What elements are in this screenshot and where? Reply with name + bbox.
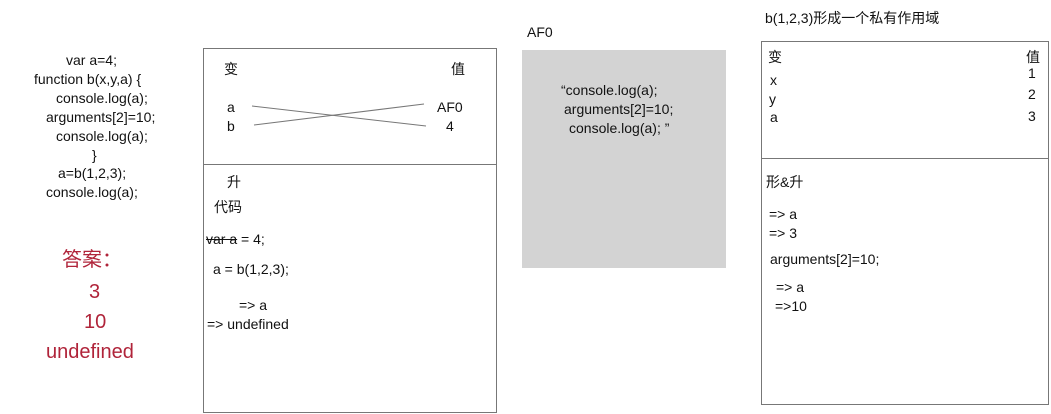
variable-value: 1 [1028,65,1036,81]
call-line: a = b(1,2,3); [213,261,289,277]
code-line: console.log(a); [46,184,138,200]
code-line: console.log(a); [56,128,148,144]
heap-body-line: arguments[2]=10; [564,101,674,117]
heap-label: AF0 [527,24,553,40]
variable-header: 变 [768,49,782,65]
variable-header: 变 [224,61,238,77]
variable-value: 4 [446,118,454,134]
heap-body-line: console.log(a); ” [569,120,670,136]
step-line: => 3 [769,225,798,241]
variable-name: x [770,72,777,88]
hoist-title: 升 [227,174,241,190]
code-line: var a=4; [66,52,117,68]
code-title: 代码 [214,199,242,215]
heap-body-line: “console.log(a); [561,82,658,98]
code-line: } [92,147,97,163]
variable-name: a [227,99,235,115]
variable-name: y [769,91,776,107]
variable-name: a [770,109,778,125]
answer-title: 答案： [62,249,122,271]
result-value: => undefined [207,316,289,332]
code-line: arguments[2]=10; [46,109,156,125]
global-scope-divider [203,164,497,165]
variable-value: 2 [1028,86,1036,102]
value-header: 值 [1026,49,1040,65]
private-scope-divider [761,158,1049,159]
step-line: => a [776,279,805,295]
private-scope-box [761,41,1049,405]
answer-value: 3 [89,281,101,303]
link-line [253,103,425,126]
variable-value: 3 [1028,108,1036,124]
variable-name: b [227,118,235,134]
function-heap-box [522,50,726,268]
section-title: 形&升 [766,174,804,190]
assign-line: var a = 4; [206,231,265,248]
answer-value: 10 [84,311,107,333]
assign-rest: = 4; [237,231,265,247]
result-arrow: => a [239,297,268,313]
answer-value: undefined [46,341,134,363]
variable-value: AF0 [437,99,463,115]
code-line: function b(x,y,a) { [34,71,142,87]
step-line: arguments[2]=10; [770,251,880,267]
struck-declaration: var a [206,231,238,247]
value-header: 值 [451,61,465,77]
link-line [251,105,427,127]
code-line: console.log(a); [56,90,148,106]
global-scope-box [203,48,497,413]
code-line: a=b(1,2,3); [58,165,127,181]
step-line: =>10 [775,298,807,314]
step-line: => a [769,206,798,222]
private-scope-title: b(1,2,3)形成一个私有作用域 [765,10,940,26]
